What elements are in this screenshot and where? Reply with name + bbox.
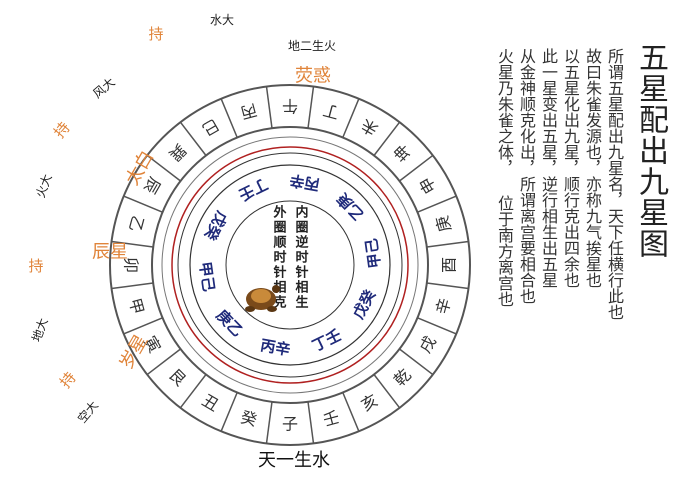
text-ring-edge (161, 136, 419, 394)
turtle-part (272, 285, 280, 293)
outer-ring-divider (220, 98, 238, 138)
band-edge (177, 152, 403, 378)
side-annotation: 火大 (33, 172, 54, 199)
outer-ring-divider (123, 195, 163, 213)
side-annotation: 持 (148, 25, 163, 43)
center-text-char: 相 (295, 280, 308, 296)
outer-ring-divider (179, 374, 207, 409)
outer-ring-divider (373, 121, 401, 156)
outer-ring-label: 丁 (321, 100, 341, 122)
outer-ring-divider (426, 282, 469, 290)
center-text-char: 针 (272, 265, 286, 281)
text-column: 从金神顺克化出，所谓离宫要相合也 (517, 48, 536, 304)
outer-ring-label: 乙 (125, 214, 147, 234)
red-band (171, 146, 409, 384)
text-column: 所谓五星配出九星名，天下任横行此也 (605, 48, 624, 320)
side-annotation: 荧惑 (295, 66, 331, 87)
outer-ring-divider (373, 374, 401, 409)
side-annotation: 辰星 (92, 242, 128, 263)
turtle-part (267, 306, 277, 312)
outer-ring-label: 午 (282, 97, 298, 116)
outer-ring-label: 甲 (125, 296, 147, 316)
turtle-part (245, 306, 255, 312)
outer-ring-divider (426, 240, 469, 248)
outer-ring-divider (265, 401, 273, 444)
outer-ring-divider (146, 348, 181, 376)
outer-ring-label: 壬 (321, 407, 341, 429)
center-text-char: 时 (273, 250, 286, 266)
text-column: 火星乃朱雀之体， 位于南方离宫也 (495, 48, 514, 307)
side-annotation: 水大 (210, 13, 234, 27)
outer-ring-label: 庚 (432, 214, 454, 234)
side-annotation: 地大 (29, 316, 50, 343)
text-column: 以五星化出九星，顺行克出四余也 (561, 48, 580, 288)
inner-ring-outer (189, 164, 391, 366)
side-annotation: 持 (50, 118, 73, 141)
inner-ring-label: 丙辛 (288, 171, 321, 194)
center-text-char: 外 (272, 205, 286, 221)
outer-ring-divider (111, 282, 154, 290)
outer-ring-divider (342, 392, 360, 432)
outer-ring-divider (417, 317, 457, 335)
outer-ring-label: 酉 (440, 257, 459, 273)
outer-ring-divider (417, 195, 457, 213)
diagram-title: 五星配出九星图 (633, 42, 668, 259)
outer-ring-label: 癸 (239, 407, 259, 429)
outer-ring-label: 子 (282, 415, 298, 434)
center-text-char: 圈 (295, 221, 308, 236)
outer-ring-divider (146, 154, 181, 182)
center-text-char: 时 (295, 250, 308, 266)
outer-ring-divider (111, 240, 154, 248)
outer-ring-divider (342, 98, 360, 138)
center-text-char: 克 (273, 295, 286, 311)
center-text-char: 圈 (273, 221, 286, 236)
center-text-char: 生 (295, 295, 308, 311)
turtle-part (251, 289, 271, 303)
outer-ring-divider (399, 154, 434, 182)
center-text-char: 内 (295, 205, 308, 221)
text-column: 此一星变出五星，逆行相生出五星 (539, 48, 558, 288)
inner-ring-label: 甲己 (196, 261, 218, 293)
outer-ring-divider (123, 317, 163, 335)
outer-ring-divider (307, 86, 315, 129)
side-annotation: 风大 (90, 75, 117, 101)
outer-ring-label: 丙 (239, 100, 259, 122)
outer-ring-label: 卯 (122, 257, 141, 273)
outer-ring-divider (265, 86, 273, 129)
text-column: 故曰朱雀发源也，亦称九气挨星也 (583, 48, 602, 288)
center-text-char: 针 (294, 265, 308, 281)
center-text-char: 逆 (295, 235, 308, 251)
outer-ring-divider (399, 348, 434, 376)
outer-ring-divider (220, 392, 238, 432)
side-annotation: 空大 (75, 398, 101, 425)
outer-ring-label: 辛 (432, 296, 454, 316)
side-annotation: 持 (28, 257, 43, 275)
inner-ring-label: 甲己 (362, 237, 384, 269)
bottom-label: 天一生水 (258, 450, 330, 471)
turtle-icon (245, 285, 280, 312)
outer-ring-divider (307, 401, 315, 444)
side-annotation: 持 (56, 368, 79, 391)
side-annotation: 地二生火 (288, 39, 336, 53)
inner-ring-label: 丙辛 (259, 336, 292, 359)
outer-ring-divider (179, 121, 207, 156)
center-text-char: 顺 (273, 236, 286, 251)
